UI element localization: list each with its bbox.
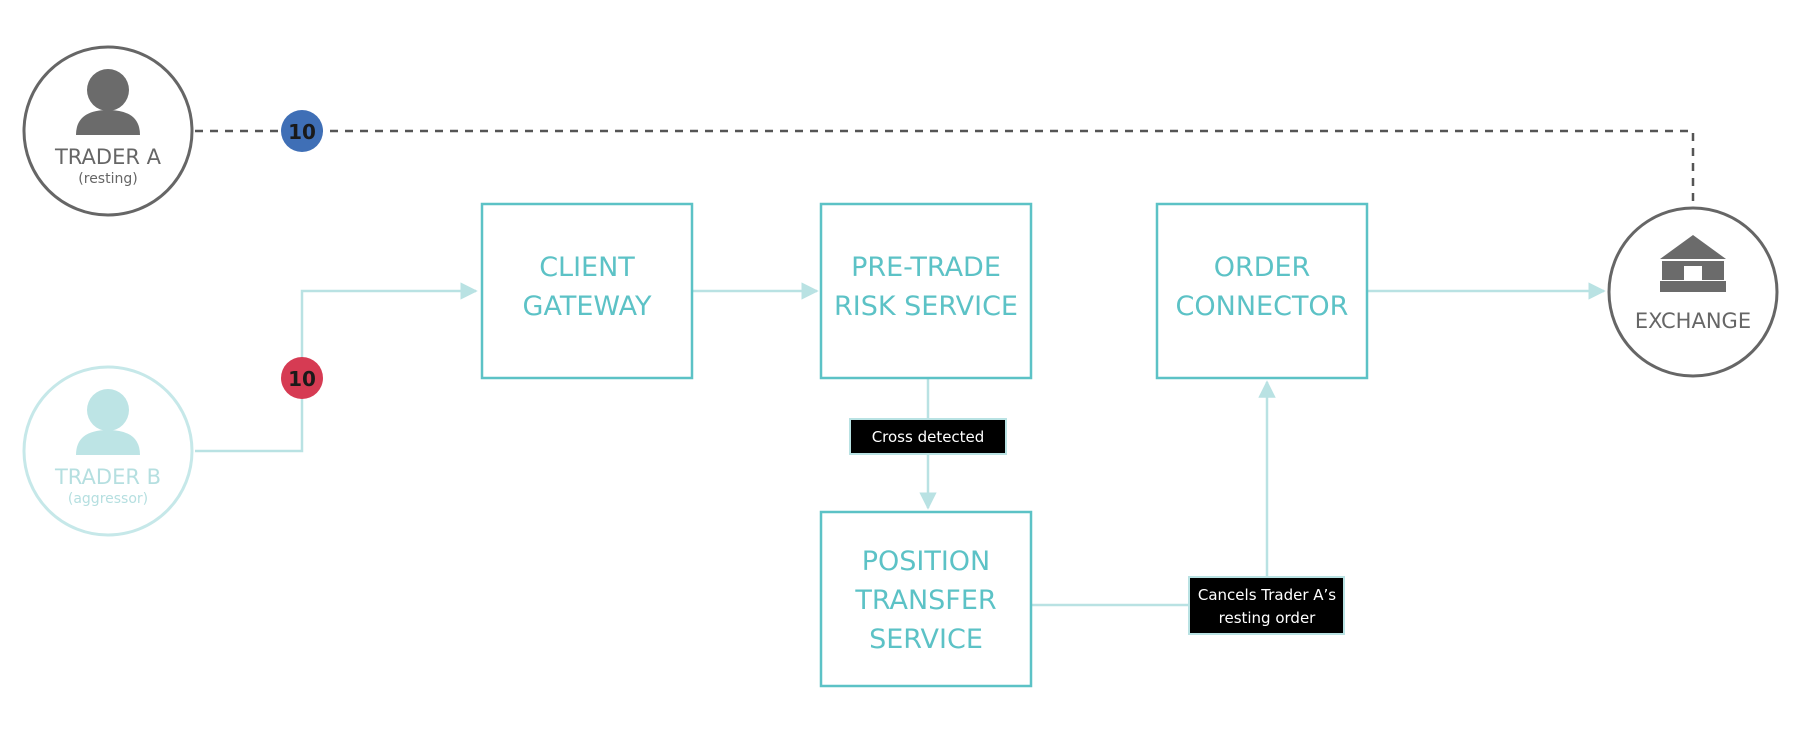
order-connector-line-1: ORDER — [1214, 252, 1311, 283]
pre-trade-risk-box: PRE-TRADE RISK SERVICE — [819, 202, 1033, 380]
trader-a-quantity: 10 — [288, 120, 316, 144]
person-icon — [76, 389, 140, 455]
position-transfer-line-3: SERVICE — [869, 624, 983, 655]
position-transfer-box: POSITION TRANSFER SERVICE — [819, 510, 1033, 688]
client-gateway-line-2: GATEWAY — [523, 291, 652, 322]
trader-b-role: (aggressor) — [68, 491, 148, 507]
cancels-text-line-1: Cancels Trader A’s — [1198, 586, 1336, 604]
trader-a-label: TRADER A — [54, 145, 162, 169]
trader-b-to-gateway-line — [195, 282, 478, 453]
exchange-label: EXCHANGE — [1635, 309, 1751, 333]
position-transfer-line-2: TRANSFER — [854, 585, 996, 616]
cross-detected-text: Cross detected — [872, 428, 985, 446]
order-connector-box: ORDER CONNECTOR — [1155, 202, 1369, 380]
client-gateway-line-1: CLIENT — [539, 252, 635, 283]
trader-a-quantity-badge: 10 — [281, 110, 323, 152]
exchange: EXCHANGE — [1607, 206, 1779, 378]
trader-a: TRADER A (resting) — [22, 45, 194, 217]
client-gateway-box: CLIENT GATEWAY — [480, 202, 694, 380]
trader-b-quantity-badge: 10 — [281, 357, 323, 399]
trader-b: TRADER B (aggressor) — [22, 365, 194, 537]
cross-detected-tag: Cross detected — [849, 418, 1007, 455]
trader-a-role: (resting) — [78, 171, 137, 187]
trader-b-quantity: 10 — [288, 367, 316, 391]
person-icon — [76, 69, 140, 135]
position-to-connector-line — [1031, 380, 1276, 607]
pre-trade-risk-line-2: RISK SERVICE — [834, 291, 1018, 322]
cancels-order-tag: Cancels Trader A’s resting order — [1188, 576, 1345, 635]
order-connector-line-2: CONNECTOR — [1176, 291, 1349, 322]
cancels-text-line-2: resting order — [1219, 609, 1317, 627]
trader-b-label: TRADER B — [54, 465, 161, 489]
trader-a-to-exchange-dashed-line — [195, 129, 1695, 207]
pre-trade-risk-line-1: PRE-TRADE — [851, 252, 1001, 283]
position-transfer-line-1: POSITION — [862, 546, 991, 577]
